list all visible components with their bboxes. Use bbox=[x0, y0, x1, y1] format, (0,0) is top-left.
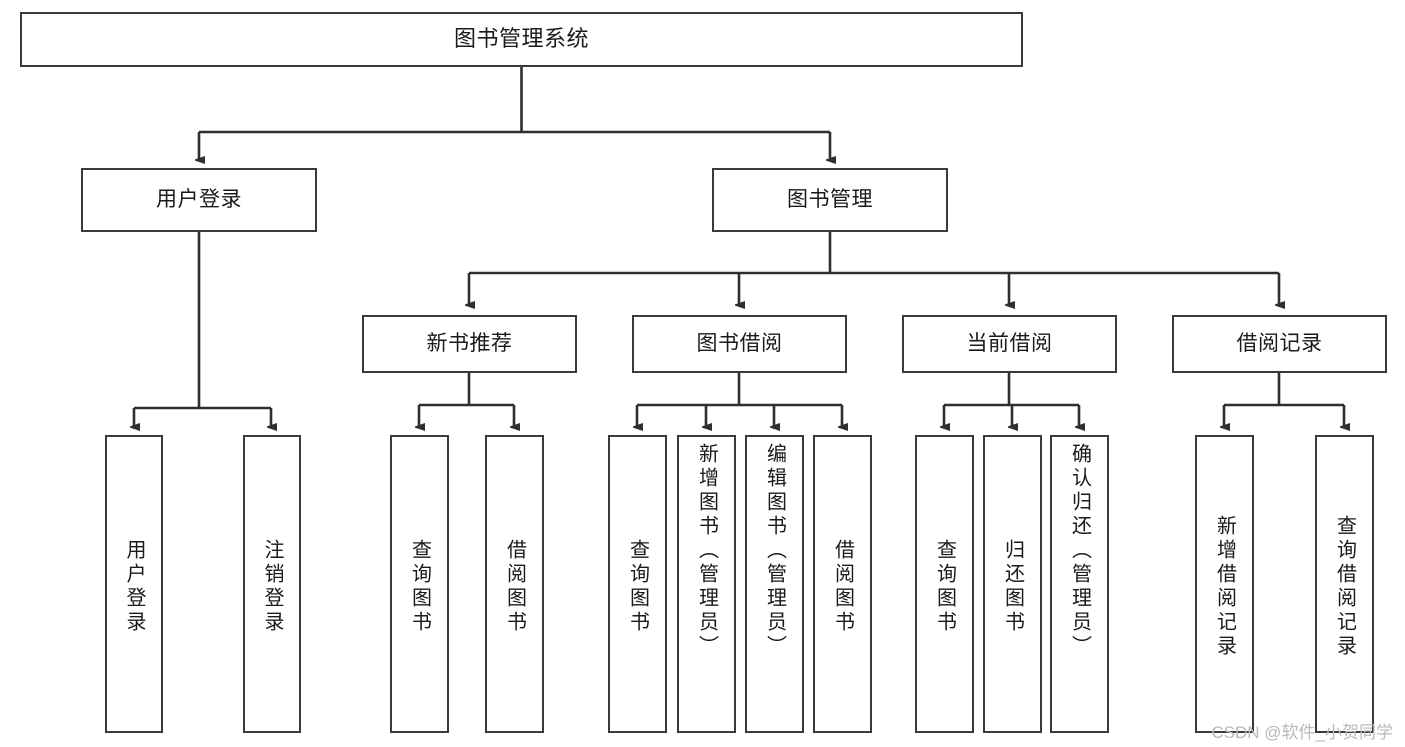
node-label: 确认归还（管理员） bbox=[1068, 443, 1091, 659]
node-label: 新书推荐 bbox=[426, 332, 513, 356]
node-label: 用户登录 bbox=[156, 188, 242, 212]
node-label: 图书管理系统 bbox=[453, 26, 589, 52]
leaf-user-login[interactable]: 用户登录 bbox=[105, 435, 163, 733]
node-label: 归还图书 bbox=[1001, 539, 1024, 635]
leaf-query-book-borrow[interactable]: 查询图书 bbox=[608, 435, 667, 733]
node-label: 借阅记录 bbox=[1236, 332, 1323, 356]
node-label: 当前借阅 bbox=[966, 332, 1053, 356]
node-label: 查询图书 bbox=[626, 539, 649, 635]
node-book-management[interactable]: 图书管理 bbox=[712, 168, 948, 232]
node-label: 图书借阅 bbox=[696, 332, 783, 356]
node-label: 借阅图书 bbox=[831, 539, 854, 635]
node-label: 查询借阅记录 bbox=[1333, 515, 1356, 659]
leaf-query-borrow-record[interactable]: 查询借阅记录 bbox=[1315, 435, 1374, 733]
node-label: 注销登录 bbox=[261, 539, 283, 635]
node-user-login[interactable]: 用户登录 bbox=[81, 168, 317, 232]
node-label: 借阅图书 bbox=[503, 539, 526, 635]
leaf-return-book[interactable]: 归还图书 bbox=[983, 435, 1042, 733]
leaf-borrow-book-recommend[interactable]: 借阅图书 bbox=[485, 435, 544, 733]
leaf-add-borrow-record[interactable]: 新增借阅记录 bbox=[1195, 435, 1254, 733]
node-label: 用户登录 bbox=[123, 539, 145, 635]
node-label: 新增图书（管理员） bbox=[695, 443, 718, 659]
leaf-logout[interactable]: 注销登录 bbox=[243, 435, 301, 733]
node-label: 编辑图书（管理员） bbox=[763, 443, 786, 659]
leaf-add-book-admin[interactable]: 新增图书（管理员） bbox=[677, 435, 736, 733]
node-label: 查询图书 bbox=[933, 539, 956, 635]
node-label: 查询图书 bbox=[408, 539, 431, 635]
node-current-borrow[interactable]: 当前借阅 bbox=[902, 315, 1117, 373]
node-root-book-management-system[interactable]: 图书管理系统 bbox=[20, 12, 1023, 67]
node-label: 新增借阅记录 bbox=[1213, 515, 1236, 659]
node-new-book-recommend[interactable]: 新书推荐 bbox=[362, 315, 577, 373]
node-book-borrow[interactable]: 图书借阅 bbox=[632, 315, 847, 373]
node-label: 图书管理 bbox=[787, 188, 873, 212]
leaf-edit-book-admin[interactable]: 编辑图书（管理员） bbox=[745, 435, 804, 733]
leaf-borrow-book[interactable]: 借阅图书 bbox=[813, 435, 872, 733]
leaf-confirm-return-admin[interactable]: 确认归还（管理员） bbox=[1050, 435, 1109, 733]
leaf-query-book-current[interactable]: 查询图书 bbox=[915, 435, 974, 733]
leaf-query-book-recommend[interactable]: 查询图书 bbox=[390, 435, 449, 733]
node-borrow-record[interactable]: 借阅记录 bbox=[1172, 315, 1387, 373]
